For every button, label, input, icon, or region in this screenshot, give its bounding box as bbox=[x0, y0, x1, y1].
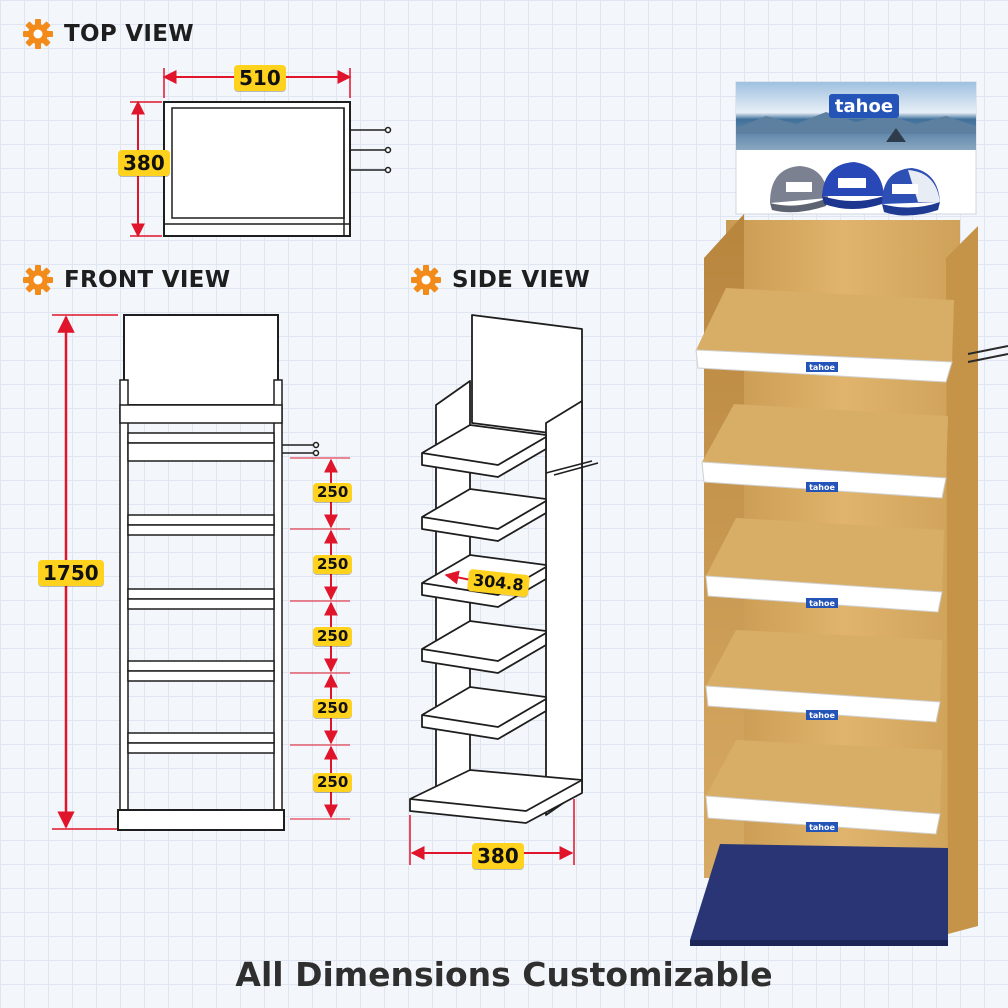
shelf-label: tahoe bbox=[809, 711, 835, 720]
cap-image bbox=[822, 162, 884, 209]
top-outline bbox=[163, 101, 351, 237]
top-width-label: 510 bbox=[234, 65, 286, 91]
front-shelves bbox=[127, 432, 275, 754]
shelf-spacing-label: 250 bbox=[313, 483, 353, 502]
top-view-title: TOP VIEW bbox=[64, 21, 194, 47]
shelf-label: tahoe bbox=[809, 483, 835, 492]
gear-icon bbox=[23, 265, 53, 295]
gear-icon bbox=[411, 265, 441, 295]
display-stand-render: tahoe tahoe bbox=[690, 81, 1008, 946]
brand-logo bbox=[829, 94, 899, 118]
shelf-spacing-label: 250 bbox=[313, 555, 353, 574]
side-view-drawing bbox=[409, 314, 599, 865]
gear-icon bbox=[23, 19, 53, 49]
front-view-heading: FRONT VIEW bbox=[22, 264, 230, 296]
side-view-title: SIDE VIEW bbox=[452, 267, 591, 293]
hook-rods bbox=[282, 441, 320, 457]
front-view-title: FRONT VIEW bbox=[64, 267, 231, 293]
side-depth-label: 380 bbox=[472, 843, 524, 869]
brand-logo-text: tahoe bbox=[835, 96, 893, 117]
cap-image bbox=[770, 166, 828, 213]
front-base bbox=[117, 809, 285, 831]
hook-rods bbox=[350, 126, 392, 174]
side-right-panel bbox=[545, 400, 583, 816]
shelf-spacing-label: 250 bbox=[313, 627, 353, 646]
top-depth-label: 380 bbox=[118, 150, 170, 176]
stand-shelves: tahoe tahoe tahoe tahoe tahoe bbox=[695, 288, 954, 835]
front-height-label: 1750 bbox=[38, 560, 104, 586]
shelf-label: tahoe bbox=[809, 599, 835, 608]
header-graphic: tahoe bbox=[735, 81, 977, 216]
footer-caption: All Dimensions Customizable bbox=[235, 955, 773, 994]
cap-image bbox=[882, 168, 940, 216]
top-view-heading: TOP VIEW bbox=[22, 18, 194, 50]
front-header-panel bbox=[123, 314, 279, 406]
front-view-drawing bbox=[52, 314, 350, 831]
hook-rods bbox=[967, 345, 1008, 363]
shelf-spacing-label: 250 bbox=[313, 699, 353, 718]
shelf-spacing-label: 250 bbox=[313, 773, 353, 792]
shelf-label: tahoe bbox=[809, 363, 835, 372]
side-view-heading: SIDE VIEW bbox=[410, 264, 590, 296]
hook-rods bbox=[545, 460, 599, 476]
top-view-drawing bbox=[130, 68, 392, 238]
shelf-label: tahoe bbox=[809, 823, 835, 832]
stand-right-side bbox=[946, 226, 978, 934]
stand-base bbox=[690, 844, 948, 940]
